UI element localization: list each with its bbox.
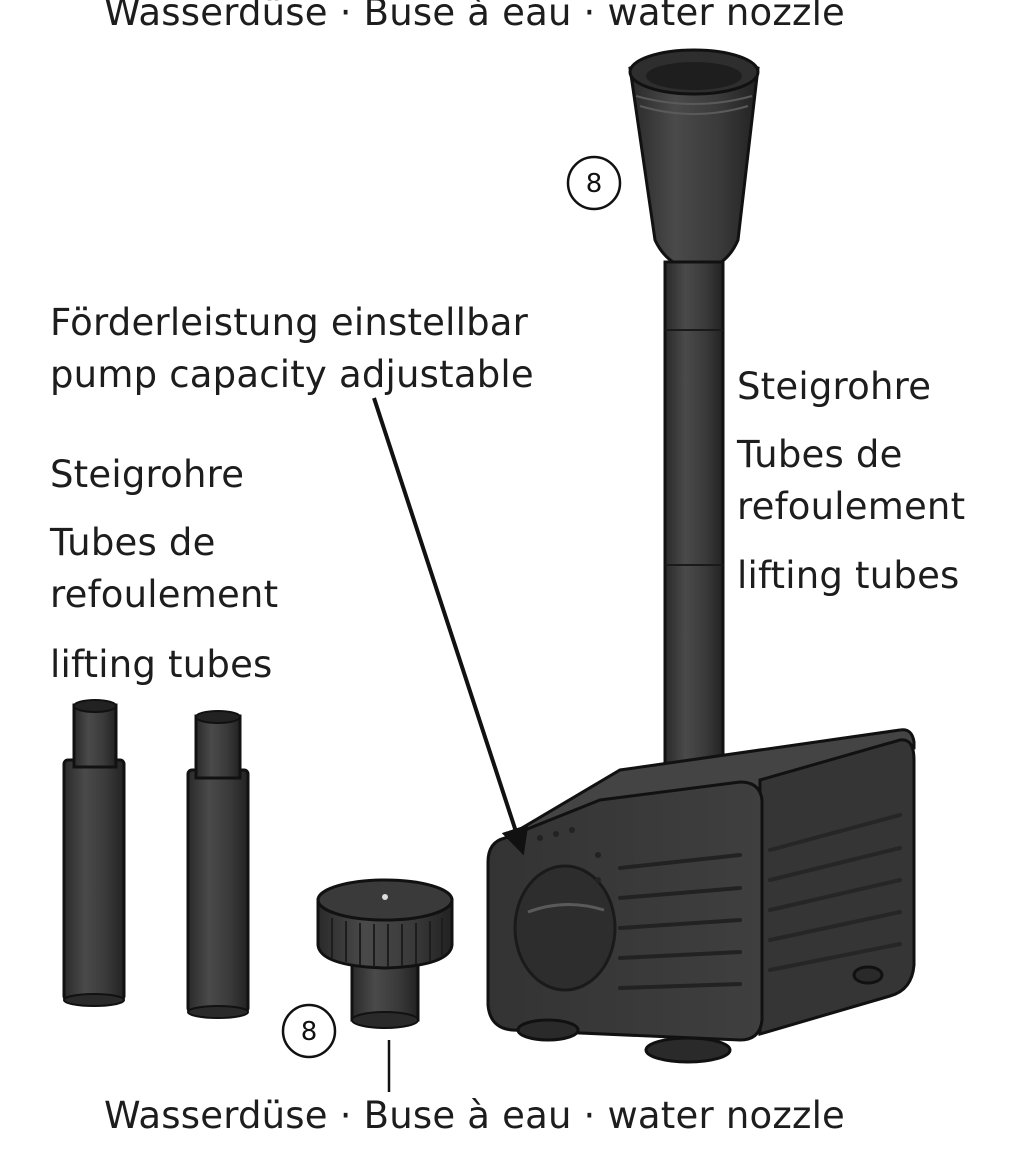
capacity-dial bbox=[513, 864, 617, 992]
label-nozzle-top: Wasserdüse · Buse à eau · water nozzle bbox=[104, 0, 846, 34]
svg-text:8: 8 bbox=[586, 169, 603, 199]
capacity-arrow bbox=[372, 397, 529, 856]
label-tubes-left-de: Steigrohre bbox=[50, 453, 245, 496]
label-tubes-left-en: lifting tubes bbox=[50, 643, 273, 686]
label-tubes-right-de: Steigrohre bbox=[737, 365, 932, 408]
label-tubes-right-fr-1: Tubes de bbox=[737, 433, 903, 476]
label-tubes-left-fr-1: Tubes de bbox=[50, 521, 216, 564]
pump-housing bbox=[486, 728, 916, 1064]
top-nozzle-cone bbox=[628, 48, 760, 272]
svg-text:8: 8 bbox=[301, 1017, 318, 1047]
label-tubes-right-en: lifting tubes bbox=[737, 554, 960, 597]
label-capacity-de: Förderleistung einstellbar bbox=[50, 301, 529, 344]
small-nozzle bbox=[316, 878, 454, 1029]
riser-tube bbox=[663, 260, 725, 809]
label-capacity-en: pump capacity adjustable bbox=[50, 353, 534, 396]
callout-top: 8 bbox=[566, 155, 622, 211]
label-tubes-left-fr-2: refoulement bbox=[50, 573, 279, 616]
label-nozzle-bottom: Wasserdüse · Buse à eau · water nozzle bbox=[104, 1094, 846, 1137]
callout-bottom: 8 bbox=[281, 1003, 337, 1059]
lifting-tube-1 bbox=[62, 699, 126, 1007]
label-tubes-right-fr-2: refoulement bbox=[737, 485, 966, 528]
lifting-tube-2 bbox=[186, 710, 250, 1019]
